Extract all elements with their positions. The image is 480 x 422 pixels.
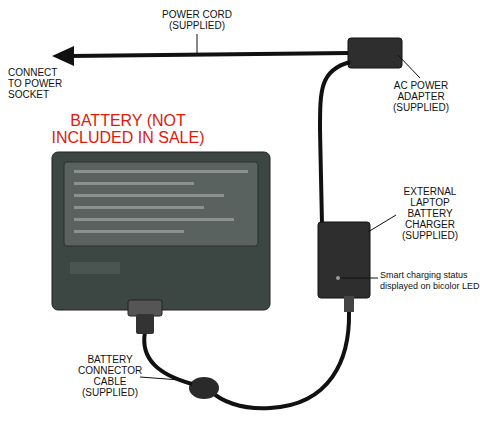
callout-label: Smart charging status displayed on bicol… (380, 270, 480, 292)
leader-line (398, 55, 420, 78)
ferrite-core (189, 377, 219, 399)
dc-cable (320, 62, 350, 224)
sticker-line (74, 194, 224, 197)
sticker-line (74, 170, 248, 173)
callout-label: AC POWER ADAPTER (SUPPLIED) (388, 80, 454, 113)
connector-cable (212, 312, 349, 408)
sticker-line (74, 218, 234, 221)
callout-label: CONNECT TO POWER SOCKET (8, 67, 66, 100)
callout-label: BATTERY CONNECTOR CABLE (SUPPLIED) (78, 354, 142, 398)
battery-detail (70, 262, 120, 274)
sticker-line (74, 182, 194, 185)
callout-label: EXTERNAL LAPTOP BATTERY CHARGER (SUPPLIE… (394, 186, 466, 241)
leader-line (368, 215, 396, 232)
sticker-line (74, 230, 184, 233)
callout-label: POWER CORD (SUPPLIED) (158, 9, 236, 31)
battery-connector (128, 300, 162, 316)
cable-plug (136, 314, 154, 334)
sticker-line (74, 206, 204, 209)
led (336, 276, 340, 280)
leader-line (197, 34, 198, 53)
battery-heading: BATTERY (NOT INCLUDED IN SALE) (48, 112, 208, 146)
leader-line (340, 278, 378, 279)
power-cord (70, 53, 350, 56)
plug (344, 296, 354, 312)
battery-node: BATTERY (NOT INCLUDED IN SALE) (48, 112, 208, 312)
arrow-head (52, 46, 74, 66)
leader-line (140, 377, 180, 380)
battery-body (52, 152, 270, 310)
battery-charger (318, 222, 370, 298)
ac-adapter (348, 38, 402, 68)
battery-sticker (64, 162, 258, 246)
connector-cable (144, 332, 192, 384)
